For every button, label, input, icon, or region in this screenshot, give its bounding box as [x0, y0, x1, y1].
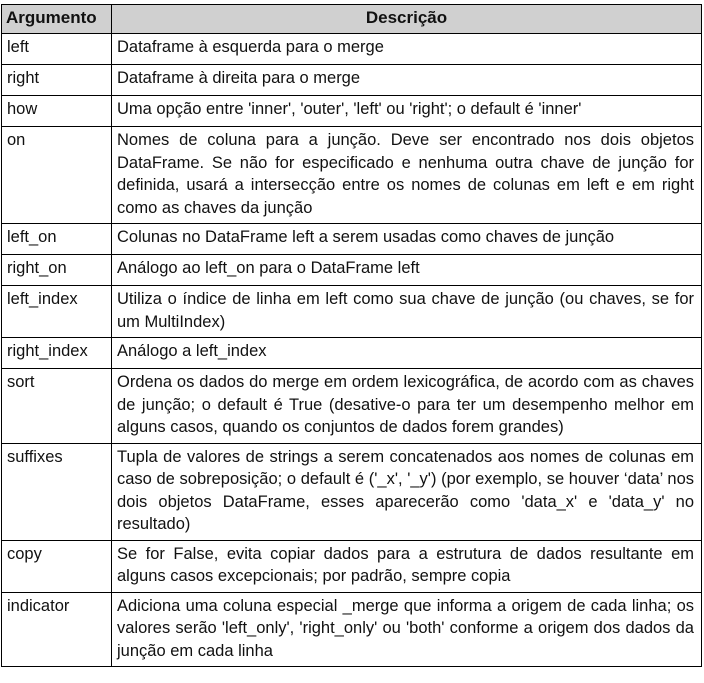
description-cell: Utiliza o índice de linha em left como s…: [111, 285, 702, 338]
table-header: Argumento Descrição: [1, 4, 702, 34]
header-description: Descrição: [111, 4, 702, 34]
description-cell: Nomes de coluna para a junção. Deve ser …: [111, 126, 702, 224]
argument-cell: sort: [1, 368, 112, 444]
description-cell: Análogo a left_index: [111, 337, 702, 369]
table-row: copy Se for False, evita copiar dados pa…: [1, 539, 702, 593]
description-cell: Dataframe à esquerda para o merge: [111, 33, 702, 65]
description-cell: Uma opção entre 'inner', 'outer', 'left'…: [111, 95, 702, 127]
argument-cell: on: [1, 126, 112, 224]
argument-cell: how: [1, 95, 112, 127]
table-row: right_index Análogo a left_index: [1, 337, 702, 369]
argument-cell: right_on: [1, 254, 112, 286]
table-row: right Dataframe à direita para o merge: [1, 64, 702, 96]
table-body: left Dataframe à esquerda para o merge r…: [1, 33, 702, 667]
table-row: suffixes Tupla de valores de strings a s…: [1, 442, 702, 541]
argument-cell: indicator: [1, 591, 112, 667]
argument-cell: left: [1, 33, 112, 65]
description-cell: Ordena os dados do merge em ordem lexico…: [111, 368, 702, 444]
description-cell: Análogo ao left_on para o DataFrame left: [111, 254, 702, 286]
header-row: Argumento Descrição: [1, 4, 702, 34]
description-cell: Adiciona uma coluna especial _merge que …: [111, 591, 702, 667]
argument-cell: left_on: [1, 223, 112, 255]
table-row: left Dataframe à esquerda para o merge: [1, 33, 702, 65]
argument-cell: left_index: [1, 285, 112, 338]
description-cell: Dataframe à direita para o merge: [111, 64, 702, 96]
description-cell: Tupla de valores de strings a serem conc…: [111, 442, 702, 541]
table-row: how Uma opção entre 'inner', 'outer', 'l…: [1, 95, 702, 127]
table-row: right_on Análogo ao left_on para o DataF…: [1, 254, 702, 286]
table-row: indicator Adiciona uma coluna especial _…: [1, 591, 702, 667]
table-row: left_index Utiliza o índice de linha em …: [1, 285, 702, 338]
table-row: left_on Colunas no DataFrame left a sere…: [1, 223, 702, 255]
header-argument: Argumento: [1, 4, 112, 34]
table-row: sort Ordena os dados do merge em ordem l…: [1, 368, 702, 444]
merge-arguments-table: Argumento Descrição left Dataframe à esq…: [1, 4, 702, 667]
description-cell: Se for False, evita copiar dados para a …: [111, 539, 702, 593]
argument-cell: suffixes: [1, 442, 112, 541]
argument-cell: right_index: [1, 337, 112, 369]
table-row: on Nomes de coluna para a junção. Deve s…: [1, 126, 702, 224]
argument-cell: copy: [1, 539, 112, 593]
argument-cell: right: [1, 64, 112, 96]
description-cell: Colunas no DataFrame left a serem usadas…: [111, 223, 702, 255]
